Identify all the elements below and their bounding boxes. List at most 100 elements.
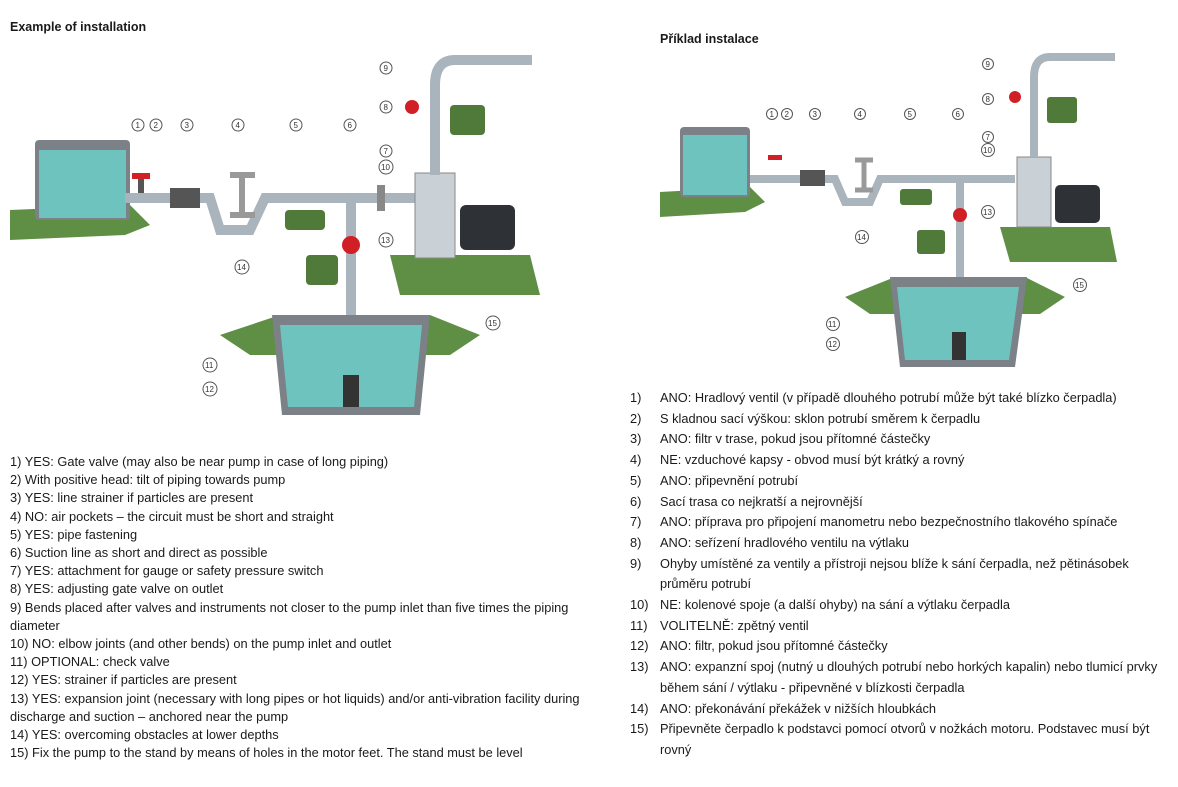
pipe-support (900, 189, 932, 205)
installation-diagram-english: 1 2 3 4 5 6 7 8 9 10 11 12 13 14 15 (10, 55, 540, 415)
legend-item-cz-1: 1) ANO: Hradlový ventil (v případě dlouhé… (630, 388, 1170, 409)
legend-item-en-4: 4) NO: air pockets – the circuit must be… (10, 508, 334, 524)
discharge-pipe (1030, 77, 1038, 157)
legend-num: 6) (630, 493, 642, 509)
legend-text: ANO: překonávání překážek v nižších hlou… (660, 700, 936, 716)
callout-1: 1 (136, 121, 141, 130)
legend-num: 15) (630, 721, 649, 737)
legend-item-cz-8: 8)ANO: seřízení hradlového ventilu na vý… (630, 533, 1170, 554)
suction-pipe (200, 193, 340, 235)
legend-item-cz-6: 6) Sací trasa co nejkratší a nejrovnější (630, 492, 1170, 513)
legend-text: ANO: Hradlový ventil (v případě dlouhého… (660, 390, 1117, 405)
legend-item-cz-9: 9)Ohyby umístěné za ventily a přístroji … (630, 554, 1170, 595)
legend-num: 8) (630, 534, 642, 550)
legend-item-en-10: 10) NO: elbow joints (and other bends) o… (10, 636, 392, 652)
callout-15: 15 (488, 319, 497, 328)
legend-text: S kladnou sací výškou: sklon potrubí smě… (660, 410, 981, 426)
legend-text: NE: kolenové spoje (a další ohyby) na sá… (660, 597, 1010, 613)
legend-text: Připevněte čerpadlo k podstavci pomocí o… (660, 721, 1150, 757)
legend-num: 11) (630, 617, 648, 633)
legend-item-cz-4: 4) NE: vzduchové kapsy - obvod musí být k… (630, 450, 1170, 471)
discharge-elbow (430, 55, 532, 86)
callout-11: 11 (828, 320, 837, 329)
legend-item-en-12: 12) YES: strainer if particles are prese… (10, 672, 237, 688)
line-strainer (170, 188, 200, 208)
callout-13: 13 (983, 208, 992, 217)
pipe-1 (750, 175, 805, 183)
pipe-support-2 (917, 230, 945, 254)
expansion-joint (377, 185, 385, 211)
legend-text: ANO: filtr, pokud jsou přítomné částečky (660, 638, 888, 654)
legend-item-cz-12: 12) ANO: filtr, pokud jsou přítomné částe… (630, 636, 1170, 657)
pump-stand-ground (1000, 227, 1117, 262)
legend-item-en-3: 3) YES: line strainer if particles are p… (10, 490, 254, 506)
outlet-valve-handle (405, 100, 419, 114)
installation-diagram-czech: 1 2 3 4 5 6 7 8 9 10 11 12 13 14 15 (660, 53, 1117, 367)
callout-8: 8 (986, 95, 991, 104)
callout-1: 1 (770, 110, 775, 119)
callout-9: 9 (384, 64, 389, 73)
discharge-elbow (1030, 53, 1115, 78)
upper-tank-water (683, 135, 747, 195)
suction-pipe (825, 175, 955, 206)
legend-item-en-5: 5) YES: pipe fastening (10, 526, 138, 542)
legend-item-cz-3: 3)ANO: filtr v trase, pokud jsou přítomn… (630, 429, 1170, 450)
foot-strainer (952, 332, 966, 360)
callout-2: 2 (785, 110, 790, 119)
callout-5: 5 (294, 121, 299, 130)
legend-text: Sací trasa co nejkratší a nejrovnější (660, 493, 863, 509)
legend-num: 4) (630, 452, 642, 468)
callout-7: 7 (384, 147, 389, 156)
legend-item-en-15: 15) Fix the pump to the stand by means o… (10, 745, 523, 761)
foot-strainer (343, 375, 359, 407)
callout-7: 7 (986, 133, 991, 142)
pump-stand-ground (390, 255, 540, 295)
pipe-support-3 (1047, 97, 1077, 123)
legend-item-en-6: 6) Suction line as short and direct as p… (10, 545, 268, 561)
callout-8: 8 (384, 103, 389, 112)
callout-6: 6 (348, 121, 353, 130)
gate-valve-stem (138, 177, 144, 193)
legend-text: VOLITELNĚ: zpětný ventil (660, 617, 809, 633)
callout-14: 14 (857, 233, 866, 242)
callout-12: 12 (205, 385, 214, 394)
gate-valve-handle (768, 155, 782, 160)
legend-num: 9) (630, 555, 642, 571)
legend-item-en-9: 9) Bends placed after valves and instrum… (10, 599, 569, 633)
legend-num: 12) (630, 638, 649, 654)
callout-5: 5 (908, 110, 913, 119)
legend-text: NE: vzduchové kapsy - obvod musí být krá… (660, 452, 965, 468)
legend-item-cz-11: 11) VOLITELNĚ: zpětný ventil (630, 616, 1170, 637)
discharge-pipe (430, 85, 440, 175)
callout-9: 9 (986, 60, 991, 69)
legend-text: ANO: příprava pro připojení manometru ne… (660, 514, 1118, 530)
legend-item-en-14: 14) YES: overcoming obstacles at lower d… (10, 727, 279, 743)
callout-15: 15 (1075, 281, 1084, 290)
pump-body (414, 172, 456, 259)
callout-3: 3 (185, 121, 190, 130)
legend-item-en-7: 7) YES: attachment for gauge or safety p… (10, 563, 324, 579)
legend-num: 5) (630, 472, 642, 488)
legend-list-czech: 1) ANO: Hradlový ventil (v případě dlouhé… (630, 388, 1170, 761)
motor (460, 205, 515, 250)
legend-num: 1) (630, 390, 642, 405)
legend-item-cz-13: 13) ANO: expanzní spoj (nutný u dlouhých … (630, 657, 1170, 698)
title-czech: Příklad instalace (660, 32, 759, 46)
legend-item-en-1: 1) YES: Gate valve (may also be near pum… (10, 454, 389, 469)
pipe-1 (125, 193, 185, 203)
legend-num: 10) (630, 597, 649, 613)
legend-item-cz-15: 15) Připevněte čerpadlo k podstavci pomoc… (630, 719, 1170, 760)
legend-item-en-13: 13) YES: expansion joint (necessary with… (10, 690, 580, 724)
callout-3: 3 (813, 110, 818, 119)
legend-item-en-8: 8) YES: adjusting gate valve on outlet (10, 581, 224, 597)
legend-text: ANO: expanzní spoj (nutný u dlouhých pot… (660, 659, 1158, 695)
legend-num: 13) (630, 659, 649, 675)
upper-tank-water (39, 150, 126, 218)
legend-text: ANO: připevnění potrubí (660, 472, 798, 488)
title-english: Example of installation (10, 20, 147, 34)
callout-4: 4 (236, 121, 241, 130)
outlet-valve-handle (1009, 91, 1021, 103)
obstacle (855, 157, 873, 193)
callout-10: 10 (983, 146, 992, 155)
pump-body (1016, 156, 1052, 228)
